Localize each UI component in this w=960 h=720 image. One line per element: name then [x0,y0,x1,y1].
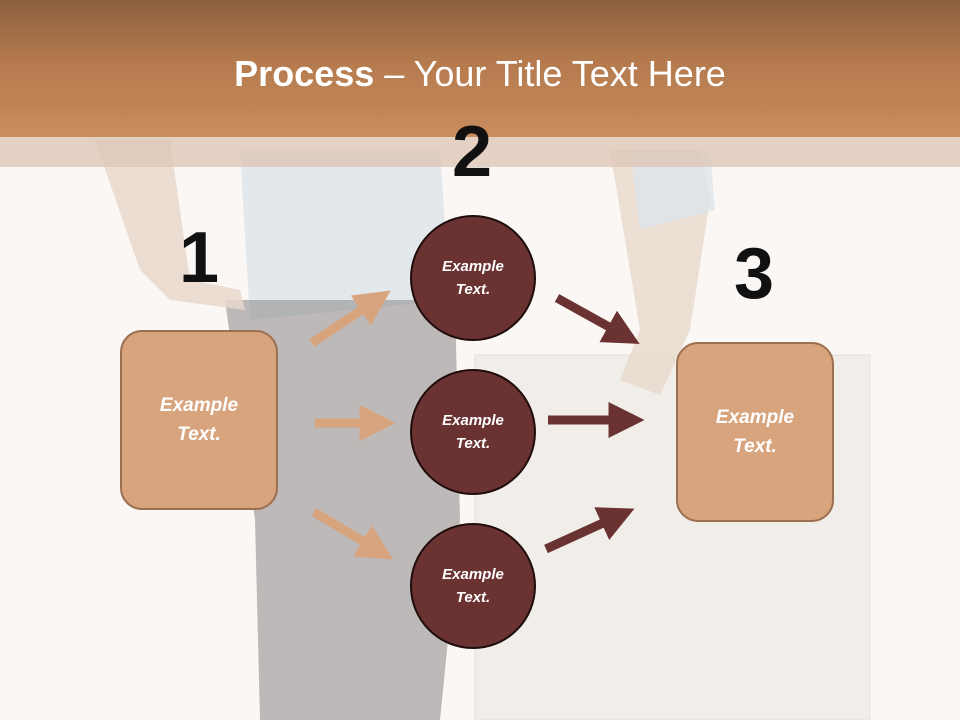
step-number-3: 3 [733,234,775,314]
circle-bottom-line1: Example [442,566,504,583]
arrow-right-up [544,507,635,554]
circle-top-line1: Example [442,258,504,275]
title-accent-strip [0,137,960,167]
circle-middle: Example Text. [410,369,536,495]
title-band [0,0,960,137]
circle-middle-line1: Example [442,412,504,429]
circle-middle-line2: Text. [455,435,491,452]
arrow-left-up [309,290,391,347]
slide-title: Process – Your Title Text Here [0,52,960,96]
step-number-2: 2 [451,112,493,192]
step-3-line2: Text. [733,436,777,457]
step-3-box: Example Text. [676,342,834,522]
arrow-left-down [311,508,394,560]
title-rest: – Your Title Text Here [374,53,726,94]
circle-top: Example Text. [410,215,536,341]
circle-top-line2: Text. [455,281,491,298]
step-1-line1: Example [159,395,239,416]
circle-bottom: Example Text. [410,523,536,649]
arrow-right-down [554,294,640,344]
title-bold: Process [234,53,375,94]
step-3-line1: Example [715,407,795,428]
circle-bottom-line2: Text. [455,589,491,606]
step-number-1: 1 [178,218,220,298]
step-1-line2: Text. [177,424,221,445]
step-1-box: Example Text. [120,330,278,510]
